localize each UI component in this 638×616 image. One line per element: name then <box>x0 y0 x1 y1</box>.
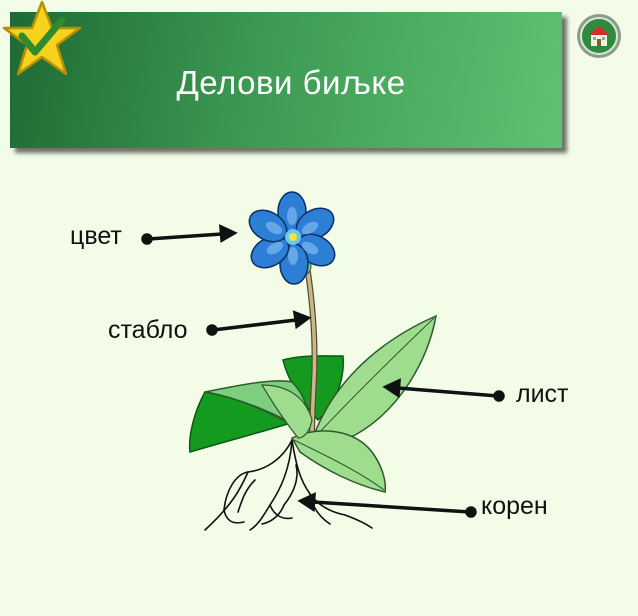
home-button[interactable] <box>576 13 622 59</box>
label-root: корен <box>481 492 548 520</box>
label-leaf: лист <box>516 380 569 408</box>
root-pointer <box>297 492 477 518</box>
home-icon <box>589 26 609 46</box>
plant-leaf-center <box>260 384 313 439</box>
leaf-pointer <box>382 378 505 402</box>
plant-roots <box>204 439 373 531</box>
page-title: Делови биљке <box>176 64 406 101</box>
star-check-icon <box>2 0 82 76</box>
plant-leaf-bottom <box>290 430 387 493</box>
label-stem: стабло <box>108 316 188 344</box>
label-flower: цвет <box>70 222 122 250</box>
flower-pointer <box>141 224 238 245</box>
stem-pointer <box>206 310 312 336</box>
plant-flower <box>248 191 336 285</box>
title-banner: Делови биљке <box>10 12 562 148</box>
